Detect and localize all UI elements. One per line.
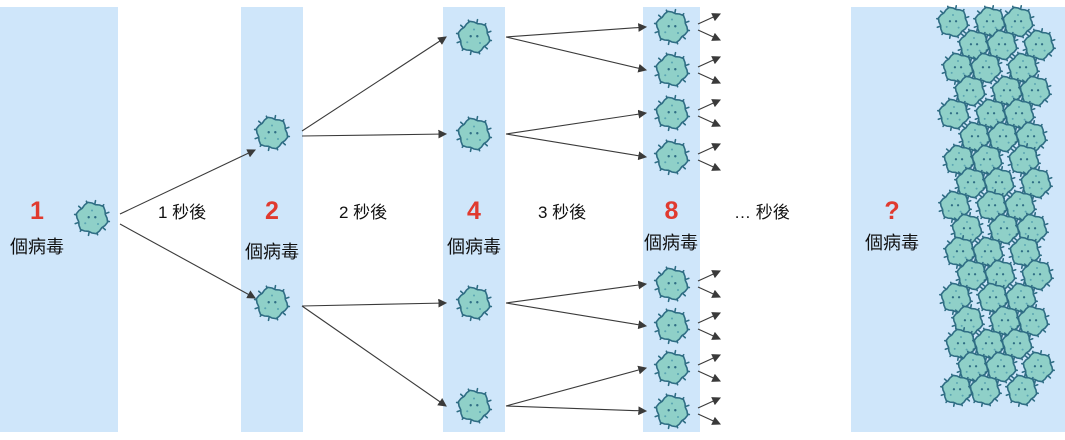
- arrow-gen4-outgoing: [697, 72, 722, 84]
- unit-generation-1: 個病毒: [10, 237, 64, 257]
- arrow-gen3-to-gen4: [505, 302, 648, 330]
- arrow-gen3-to-gen4: [505, 109, 648, 135]
- virus-icon: [653, 392, 691, 430]
- virus-icon: [986, 120, 1020, 154]
- arrow-gen4-outgoing: [697, 397, 722, 409]
- arrow-gen4-outgoing: [697, 13, 722, 25]
- unit-generation-unknown: 個病毒: [865, 233, 919, 253]
- time-step-3: 3 秒後: [538, 203, 587, 222]
- count-generation-2: 2: [265, 197, 279, 225]
- arrow-gen4-outgoing: [697, 328, 722, 340]
- arrow-gen3-to-gen4: [505, 280, 648, 304]
- virus-icon: [73, 199, 111, 237]
- count-generation-unknown: ?: [884, 197, 900, 225]
- arrow-gen4-outgoing: [697, 143, 722, 155]
- arrow-gen3-to-gen4: [505, 365, 648, 407]
- time-step-n: … 秒後: [734, 203, 790, 222]
- virus-icon: [653, 51, 691, 89]
- virus-icon: [1021, 350, 1055, 384]
- virus-icon: [455, 387, 493, 425]
- virus-icon: [1001, 5, 1035, 39]
- arrow-gen3-to-gen4: [505, 133, 648, 161]
- arrow-gen4-outgoing: [697, 159, 722, 171]
- virus-icon: [455, 284, 493, 322]
- virus-icon: [653, 349, 691, 387]
- count-generation-3: 4: [467, 197, 481, 225]
- virus-icon: [653, 138, 691, 176]
- arrow-gen4-outgoing: [697, 115, 722, 127]
- unit-generation-3: 個病毒: [447, 237, 501, 257]
- arrow-gen4-outgoing: [697, 312, 722, 324]
- virus-icon: [982, 166, 1016, 200]
- arrow-gen4-outgoing: [697, 99, 722, 111]
- virus-icon: [940, 373, 974, 407]
- arrow-gen4-outgoing: [697, 413, 722, 425]
- virus-icon: [1014, 120, 1048, 154]
- time-step-1: 1 秒後: [158, 203, 207, 222]
- virus-icon: [653, 307, 691, 345]
- virus-icon: [1019, 166, 1053, 200]
- virus-icon: [1005, 373, 1039, 407]
- column-generation-3: [443, 7, 505, 432]
- unit-generation-4: 個病毒: [644, 233, 698, 253]
- virus-icon: [1016, 304, 1050, 338]
- arrow-gen4-outgoing: [697, 354, 722, 366]
- virus-icon: [653, 8, 691, 46]
- virus-icon: [936, 5, 970, 39]
- virus-icon: [1015, 212, 1049, 246]
- virus-icon: [653, 265, 691, 303]
- virus-icon: [653, 94, 691, 132]
- unit-generation-2: 個病毒: [245, 242, 299, 262]
- arrow-gen1-to-gen2: [119, 223, 256, 299]
- virus-icon: [950, 212, 984, 246]
- virus-icon: [1022, 28, 1056, 62]
- arrow-gen3-to-gen4: [505, 36, 648, 73]
- arrow-gen2-to-gen3: [301, 305, 447, 407]
- virus-icon: [987, 212, 1021, 246]
- arrow-gen4-outgoing: [697, 29, 722, 41]
- column-generation-2: [241, 7, 303, 432]
- arrow-gen4-outgoing: [697, 270, 722, 282]
- count-generation-1: 1: [30, 197, 44, 225]
- virus-icon: [253, 114, 291, 152]
- virus-icon: [985, 28, 1019, 62]
- virus-icon: [455, 115, 493, 153]
- count-generation-4: 8: [664, 197, 679, 225]
- virus-icon: [1020, 258, 1054, 292]
- arrow-gen2-to-gen3: [301, 129, 448, 139]
- virus-icon: [1000, 327, 1034, 361]
- virus-icon: [968, 373, 1002, 407]
- virus-icon: [253, 284, 291, 322]
- arrow-gen4-outgoing: [697, 56, 722, 68]
- arrow-gen2-to-gen3: [301, 36, 447, 132]
- arrow-gen2-to-gen3: [301, 298, 448, 308]
- virus-icon: [937, 97, 971, 131]
- time-step-2: 2 秒後: [339, 203, 388, 222]
- arrow-gen1-to-gen2: [119, 149, 256, 215]
- arrow-gen4-outgoing: [697, 370, 722, 382]
- virus-icon: [953, 74, 987, 108]
- virus-icon: [455, 18, 493, 56]
- virus-icon: [1018, 74, 1052, 108]
- arrow-gen4-outgoing: [697, 286, 722, 298]
- virus-icon: [969, 51, 1003, 85]
- arrow-gen3-to-gen4: [505, 405, 648, 416]
- arrow-gen3-to-gen4: [505, 23, 648, 38]
